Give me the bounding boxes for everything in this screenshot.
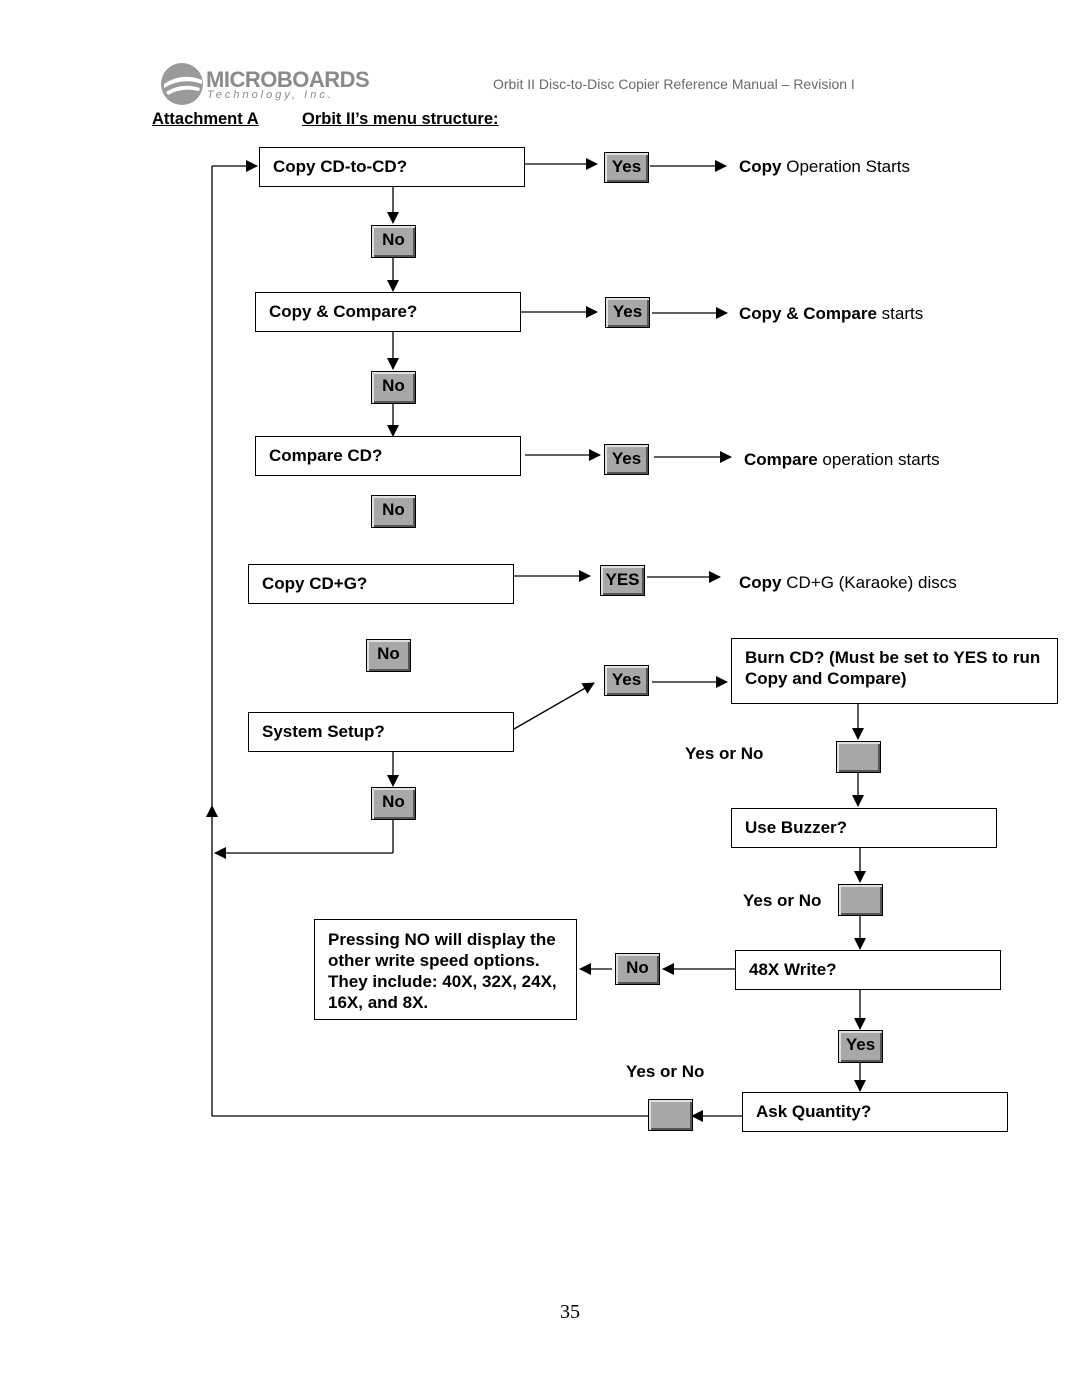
yes-button-copy[interactable]: Yes	[604, 152, 649, 183]
result-copy-rest: Operation Starts	[781, 157, 911, 176]
yes-or-no-ask-quantity: Yes or No	[626, 1062, 705, 1081]
no-button-copy[interactable]: No	[371, 225, 416, 258]
result-compare: Compare operation starts	[744, 450, 940, 470]
logo-disc-icon	[161, 63, 203, 105]
no-button-48x-write[interactable]: No	[615, 953, 660, 985]
menu-copy-cdg-label: Copy CD+G?	[262, 574, 368, 593]
menu-ask-quantity-label: Ask Quantity?	[756, 1102, 872, 1121]
result-copy-compare-bold: Copy & Compare	[739, 304, 877, 323]
logo: MICROBOARDS Technology, Inc.	[160, 62, 370, 106]
no-button-compare[interactable]: No	[371, 495, 416, 528]
menu-compare-cd: Compare CD?	[255, 436, 521, 476]
menu-system-setup-label: System Setup?	[262, 722, 385, 741]
yes-button-compare[interactable]: Yes	[604, 444, 649, 475]
menu-48x-write-label: 48X Write?	[749, 960, 837, 979]
menu-ask-quantity: Ask Quantity?	[742, 1092, 1008, 1132]
result-copy-compare-rest: starts	[876, 304, 924, 323]
result-copy: Copy Operation Starts	[739, 157, 910, 177]
menu-use-buzzer-label: Use Buzzer?	[745, 818, 848, 837]
pressing-no-note: Pressing NO will display the other write…	[314, 919, 577, 1020]
toggle-button-burn-cd[interactable]	[836, 741, 881, 773]
yes-or-no-use-buzzer: Yes or No	[743, 891, 822, 910]
pressing-no-note-text: Pressing NO will display the other write…	[328, 930, 557, 1012]
logo-wordmark: MICROBOARDS	[206, 67, 370, 92]
result-cdg-bold: Copy	[739, 573, 782, 592]
toggle-button-use-buzzer[interactable]	[838, 884, 883, 916]
menu-system-setup: System Setup?	[248, 712, 514, 752]
toggle-button-ask-quantity[interactable]	[648, 1099, 693, 1131]
yes-or-no-burn-cd: Yes or No	[685, 744, 764, 763]
menu-copy-cd-to-cd: Copy CD-to-CD?	[259, 147, 525, 187]
yes-button-system-setup[interactable]: Yes	[604, 665, 649, 696]
page-title: Orbit II’s menu structure:	[302, 110, 499, 128]
result-cdg: Copy CD+G (Karaoke) discs	[739, 573, 957, 593]
menu-48x-write: 48X Write?	[735, 950, 1001, 990]
yes-button-copy-compare[interactable]: Yes	[605, 297, 650, 328]
result-cdg-rest: CD+G (Karaoke) discs	[781, 573, 957, 592]
result-compare-rest: operation starts	[817, 450, 940, 469]
logo-subtitle: Technology, Inc.	[207, 89, 334, 101]
no-button-copy-compare[interactable]: No	[371, 371, 416, 404]
attachment-label: Attachment A	[152, 110, 259, 128]
no-button-cdg[interactable]: No	[366, 639, 411, 672]
no-button-system-setup[interactable]: No	[371, 787, 416, 820]
page-number: 35	[560, 1301, 580, 1323]
menu-copy-cdg: Copy CD+G?	[248, 564, 514, 604]
manual-title: Orbit II Disc-to-Disc Copier Reference M…	[493, 76, 855, 92]
result-compare-bold: Compare	[744, 450, 818, 469]
menu-copy-compare-label: Copy & Compare?	[269, 302, 418, 321]
result-copy-bold: Copy	[739, 157, 782, 176]
menu-use-buzzer: Use Buzzer?	[731, 808, 997, 848]
menu-compare-cd-label: Compare CD?	[269, 446, 383, 465]
menu-burn-cd: Burn CD? (Must be set to YES to run Copy…	[731, 638, 1058, 704]
result-copy-compare: Copy & Compare starts	[739, 304, 923, 324]
yes-button-48x-write[interactable]: Yes	[838, 1030, 883, 1063]
menu-copy-compare: Copy & Compare?	[255, 292, 521, 332]
menu-copy-cd-to-cd-label: Copy CD-to-CD?	[273, 157, 408, 176]
menu-burn-cd-label: Burn CD? (Must be set to YES to run Copy…	[745, 648, 1041, 688]
yes-button-cdg[interactable]: YES	[600, 565, 645, 596]
